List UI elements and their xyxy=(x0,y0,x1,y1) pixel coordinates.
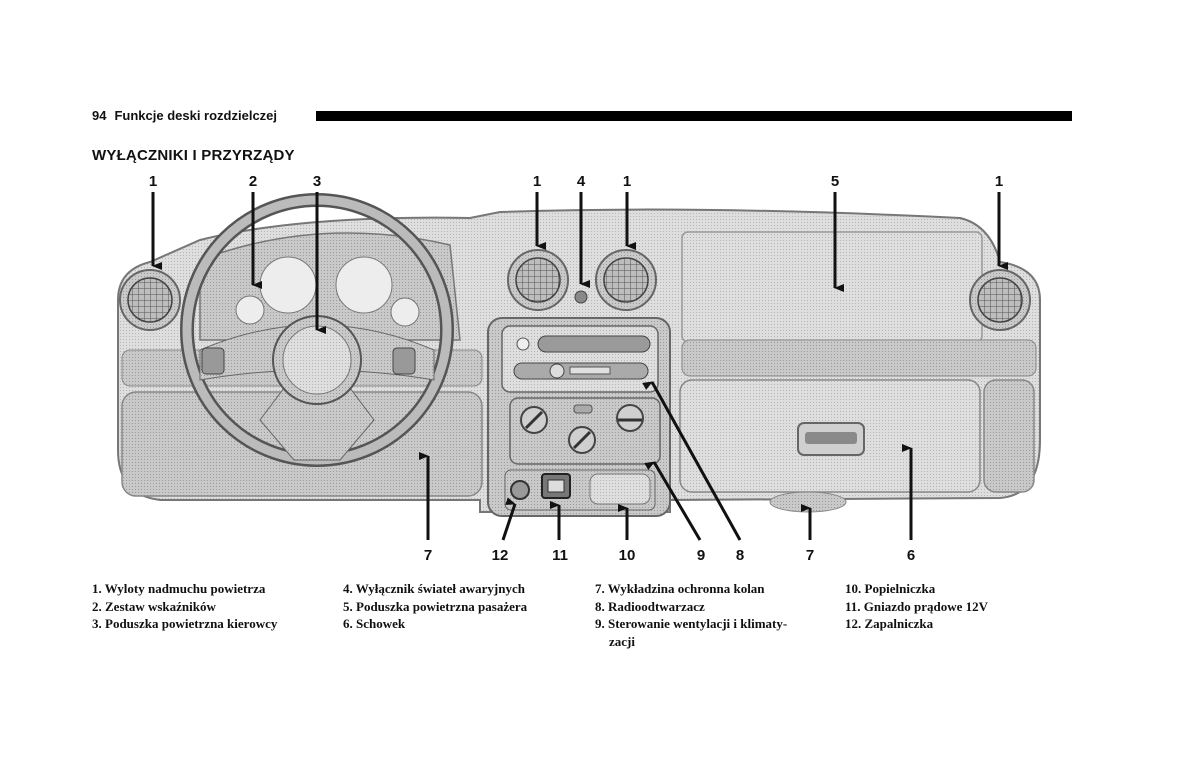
legend-item: 3. Poduszka powietrzna kierowcy xyxy=(92,616,278,631)
legend-item: 11. Gniazdo prądowe 12V xyxy=(845,598,989,614)
legend-item: 6. Schowek xyxy=(343,616,406,631)
air-vent-right xyxy=(969,269,1031,331)
callout-top-2: 2 xyxy=(249,173,257,190)
callout-bottom-3: 11 xyxy=(552,547,568,564)
legend-column-3: 7. Wykładzina ochronna kolan 8. Radioodt… xyxy=(595,580,787,650)
callout-bottom-6: 8 xyxy=(736,547,744,564)
air-vent-left xyxy=(119,269,181,331)
legend-item: 5. Poduszka powietrzna pasażera xyxy=(343,598,528,614)
callout-bottom-8: 6 xyxy=(907,547,915,564)
running-title: Funkcje deski rozdzielczej xyxy=(114,108,278,123)
page-header: 94 Funkcje deski rozdzielczej xyxy=(92,108,277,123)
section-title: WYŁĄCZNIKI I PRZYRZĄDY xyxy=(92,147,295,164)
callout-top-1: 1 xyxy=(149,173,157,190)
center-stack xyxy=(487,317,671,517)
callout-top-6: 1 xyxy=(623,173,631,190)
air-vent-center-left xyxy=(507,249,569,311)
callout-arrows xyxy=(151,192,1008,541)
header-rule xyxy=(316,111,1072,121)
legend-item: 7. Wykładzina ochronna kolan xyxy=(595,581,765,596)
callout-bottom-1: 7 xyxy=(424,547,432,564)
callout-top-5: 4 xyxy=(577,173,586,190)
legend-item: 4. Wyłącznik świateł awaryjnych xyxy=(343,581,525,596)
legend-item: 9. Sterowanie wentylacji i klimaty- xyxy=(595,616,788,631)
ashtray xyxy=(589,473,651,505)
callout-top-8: 1 xyxy=(995,173,1003,190)
page-number: 94 xyxy=(92,108,107,123)
legend-item: 8. Radioodtwarzacz xyxy=(595,598,705,614)
legend-column-4: 10. Popielniczka 11. Gniazdo prądowe 12V… xyxy=(845,580,988,633)
climate-controls xyxy=(509,397,661,465)
hazard-switch xyxy=(574,290,588,304)
legend-item-continuation: zacji xyxy=(609,633,635,649)
callout-top-4: 1 xyxy=(533,173,541,190)
legend-column-2: 4. Wyłącznik świateł awaryjnych 5. Podus… xyxy=(343,580,527,633)
callout-bottom-4: 10 xyxy=(619,547,636,564)
callout-bottom-2: 12 xyxy=(492,547,509,564)
legend-item: 1. Wyloty nadmuchu powietrza xyxy=(92,581,266,596)
callout-top-7: 5 xyxy=(831,173,839,190)
legend-column-1: 1. Wyloty nadmuchu powietrza 2. Zestaw w… xyxy=(92,580,277,633)
callout-bottom-7: 7 xyxy=(806,547,814,564)
radio xyxy=(501,325,659,393)
legend-item: 2. Zestaw wskaźników xyxy=(92,598,216,614)
cigarette-lighter xyxy=(510,480,530,500)
air-vent-center-right xyxy=(595,249,657,311)
legend-item: 12. Zapalniczka xyxy=(845,616,934,631)
callout-top-3: 3 xyxy=(313,173,321,190)
callout-bottom-5: 9 xyxy=(697,547,705,564)
instrument-cluster xyxy=(199,232,461,341)
legend-item: 10. Popielniczka xyxy=(845,581,936,596)
